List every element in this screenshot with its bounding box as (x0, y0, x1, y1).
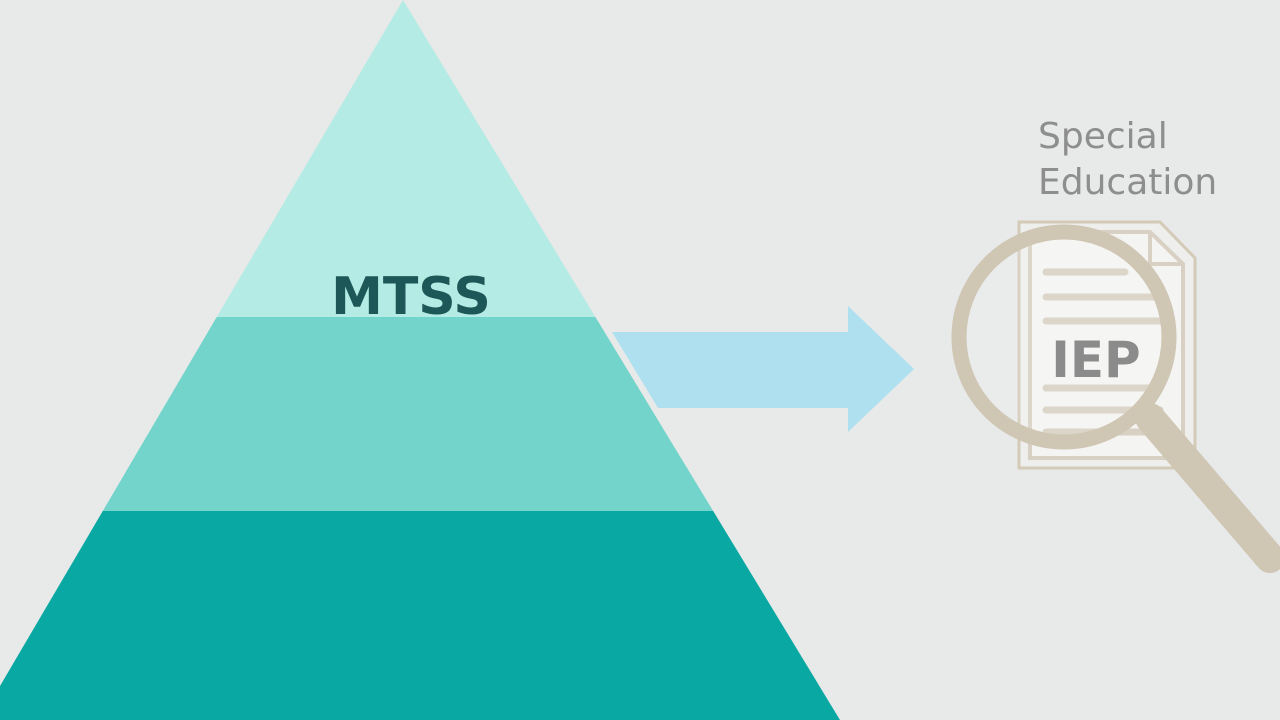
pyramid-label: MTSS (331, 267, 491, 327)
arrow-right-icon (612, 306, 914, 432)
pyramid-tier-bottom (0, 511, 840, 720)
special-education-title-line1: Special (1038, 116, 1168, 157)
iep-label: IEP (1051, 331, 1140, 389)
special-education-title-line2: Education (1038, 162, 1217, 203)
magnifying-glass-icon (951, 224, 1280, 573)
